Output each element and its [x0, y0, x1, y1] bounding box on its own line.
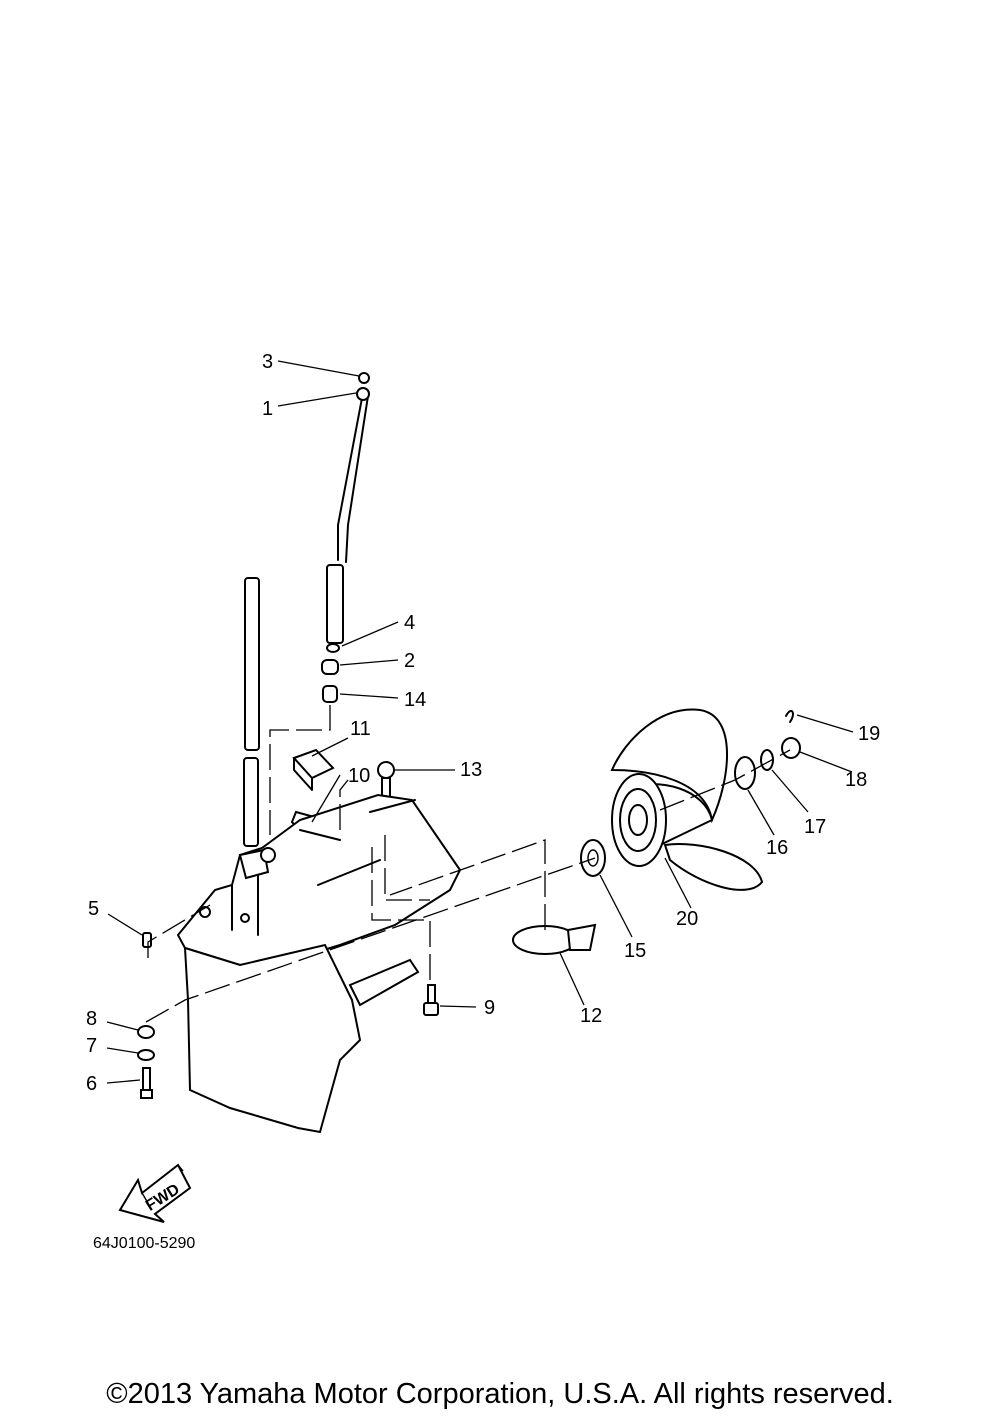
- callout-14: 14: [404, 689, 426, 711]
- callout-11: 11: [350, 718, 371, 740]
- callout-numbers: 1 2 3 4 5 6 7 8 9 10 11 12 13 14 15 16 1…: [86, 351, 880, 1095]
- callout-3: 3: [262, 351, 273, 373]
- callout-20: 20: [676, 908, 698, 930]
- callout-18: 18: [845, 769, 867, 791]
- callout-4: 4: [404, 612, 415, 634]
- prop-hardware: [580, 709, 801, 877]
- callout-19: 19: [858, 723, 880, 745]
- callout-10: 10: [348, 765, 370, 787]
- callout-6: 6: [86, 1073, 97, 1095]
- callout-16: 16: [766, 837, 788, 859]
- grommet-parts: [321, 643, 340, 703]
- callout-2: 2: [404, 650, 415, 672]
- callout-12: 12: [580, 1005, 602, 1027]
- drive-shaft: [243, 577, 260, 847]
- copyright-notice: ©2013 Yamaha Motor Corporation, U.S.A. A…: [106, 1378, 894, 1410]
- leader-lines: [106, 360, 854, 1084]
- callout-13: 13: [460, 759, 482, 781]
- callout-15: 15: [624, 940, 646, 962]
- callout-1: 1: [262, 398, 273, 420]
- callout-5: 5: [88, 898, 99, 920]
- diagram-code: 64J0100-5290: [93, 1235, 195, 1252]
- assembly-lines: [145, 705, 791, 1023]
- callout-7: 7: [86, 1035, 97, 1057]
- fwd-arrow-icon: FWD: [118, 1163, 192, 1223]
- callout-8: 8: [86, 1008, 97, 1030]
- anode-12: [512, 923, 597, 955]
- small-fasteners: [137, 932, 439, 1099]
- callout-17: 17: [804, 816, 826, 838]
- callout-9: 9: [484, 997, 495, 1019]
- shift-rod: [326, 372, 370, 644]
- propeller: [610, 708, 764, 891]
- lower-unit-housing: [176, 793, 462, 1134]
